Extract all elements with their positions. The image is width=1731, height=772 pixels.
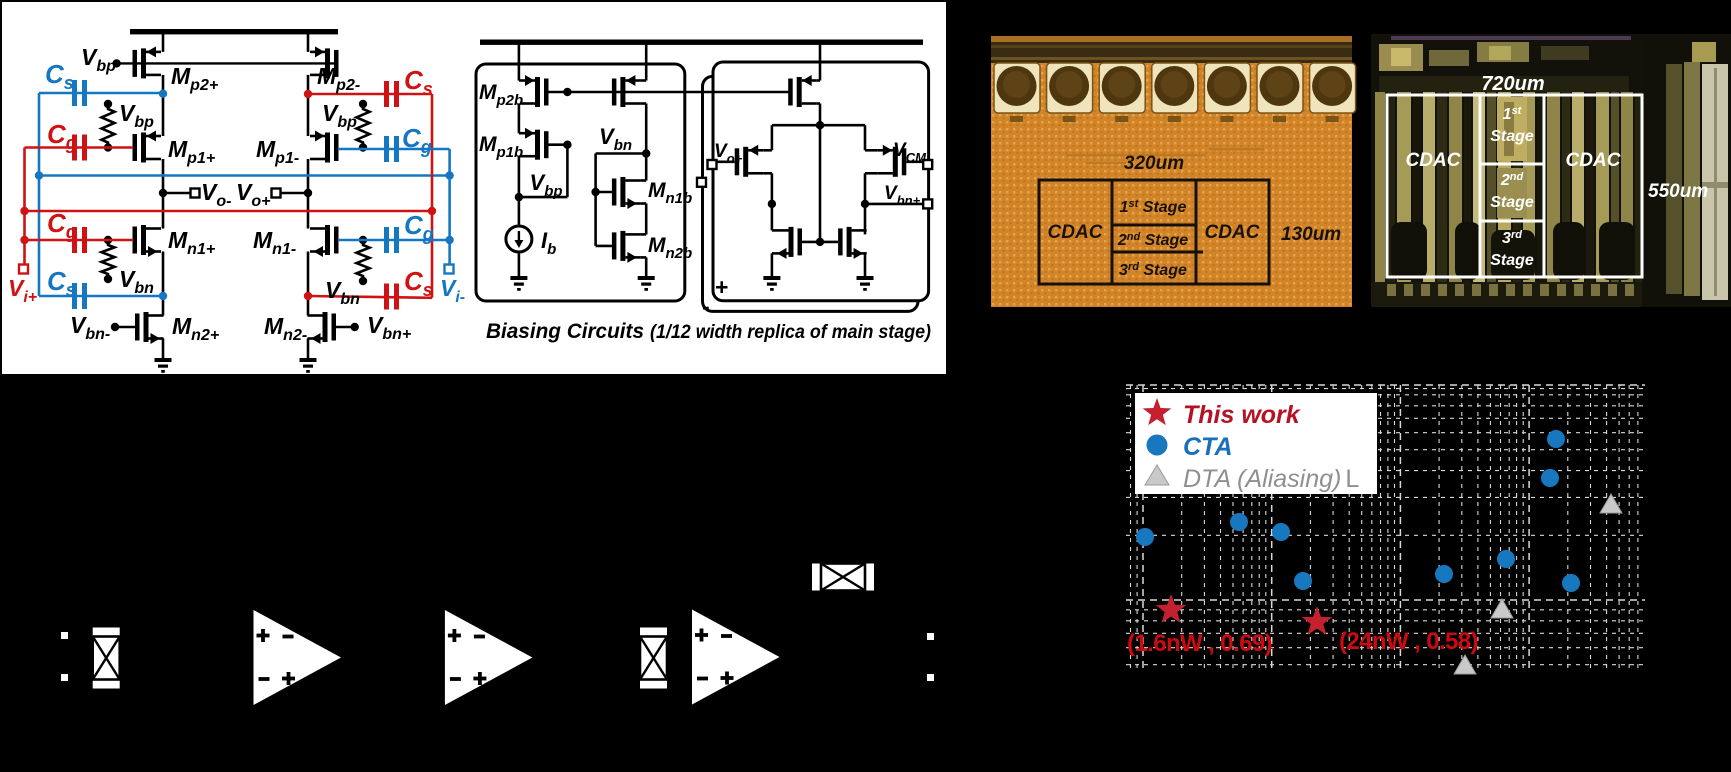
svg-text:Vi-: Vi- [440, 275, 465, 306]
svg-text:Mn1-: Mn1- [253, 227, 296, 258]
svg-text:Vbp: Vbp [119, 100, 154, 131]
svg-text:CDAC: CDAC [1205, 222, 1260, 243]
svg-text:Biasing Circuits: Biasing Circuits [486, 319, 644, 343]
svg-text:DTA (Aliasing)L: DTA (Aliasing)L [1183, 465, 1359, 493]
svg-text:Vbn: Vbn [325, 277, 360, 308]
svg-text:Mn2-: Mn2- [264, 313, 307, 344]
svg-text:Stage: Stage [1490, 128, 1534, 145]
svg-text:-: - [702, 293, 710, 319]
svg-text:Vbp: Vbp [322, 100, 357, 131]
svg-text:Cs: Cs [45, 59, 74, 93]
svg-text:Stage: Stage [1490, 194, 1534, 211]
svg-text:550um: 550um [1648, 181, 1708, 202]
svg-text:Vbn+: Vbn+ [367, 312, 411, 343]
svg-text:Cg: Cg [404, 210, 434, 244]
svg-text:(1.6nW , 0.69): (1.6nW , 0.69) [1127, 630, 1272, 657]
svg-text:CDAC: CDAC [1566, 150, 1621, 171]
svg-text:130um: 130um [1281, 224, 1341, 245]
svg-text:Cs: Cs [404, 65, 433, 99]
svg-text:Cg: Cg [47, 208, 77, 242]
svg-text:(24nW , 0.58): (24nW , 0.58) [1339, 628, 1478, 655]
svg-text:Mp2+: Mp2+ [171, 63, 218, 94]
svg-text:CTA: CTA [1183, 433, 1233, 461]
svg-text:Cg: Cg [47, 119, 77, 153]
svg-text:Vi+: Vi+ [8, 275, 37, 306]
svg-text:Mp2-: Mp2- [317, 63, 360, 94]
svg-text:Vbp: Vbp [81, 44, 116, 75]
svg-text:(1/12 width replica of main st: (1/12 width replica of main stage) [650, 322, 931, 343]
svg-text:Cs: Cs [47, 266, 76, 300]
svg-text:320um: 320um [1124, 153, 1184, 174]
svg-text:Mn1+: Mn1+ [168, 227, 215, 258]
svg-text:720um: 720um [1481, 73, 1544, 95]
svg-text:Mp1-: Mp1- [256, 136, 299, 167]
svg-text:Vo-: Vo- [201, 179, 231, 210]
svg-text:+: + [715, 274, 728, 300]
svg-text:Vbn: Vbn [119, 266, 154, 297]
svg-text:CDAC: CDAC [1406, 150, 1461, 171]
svg-text:Stage: Stage [1490, 252, 1534, 269]
svg-text:CDAC: CDAC [1048, 222, 1103, 243]
svg-text:Vbn-: Vbn- [70, 312, 110, 343]
svg-text:Mn2+: Mn2+ [172, 313, 219, 344]
svg-text:Cs: Cs [404, 266, 433, 300]
svg-text:This work: This work [1183, 401, 1301, 429]
svg-text:Mp1+: Mp1+ [168, 136, 215, 167]
svg-text:Vo+: Vo+ [236, 179, 270, 210]
svg-text:Cg: Cg [402, 123, 432, 157]
svg-text:3rd Stage: 3rd Stage [1119, 261, 1187, 279]
